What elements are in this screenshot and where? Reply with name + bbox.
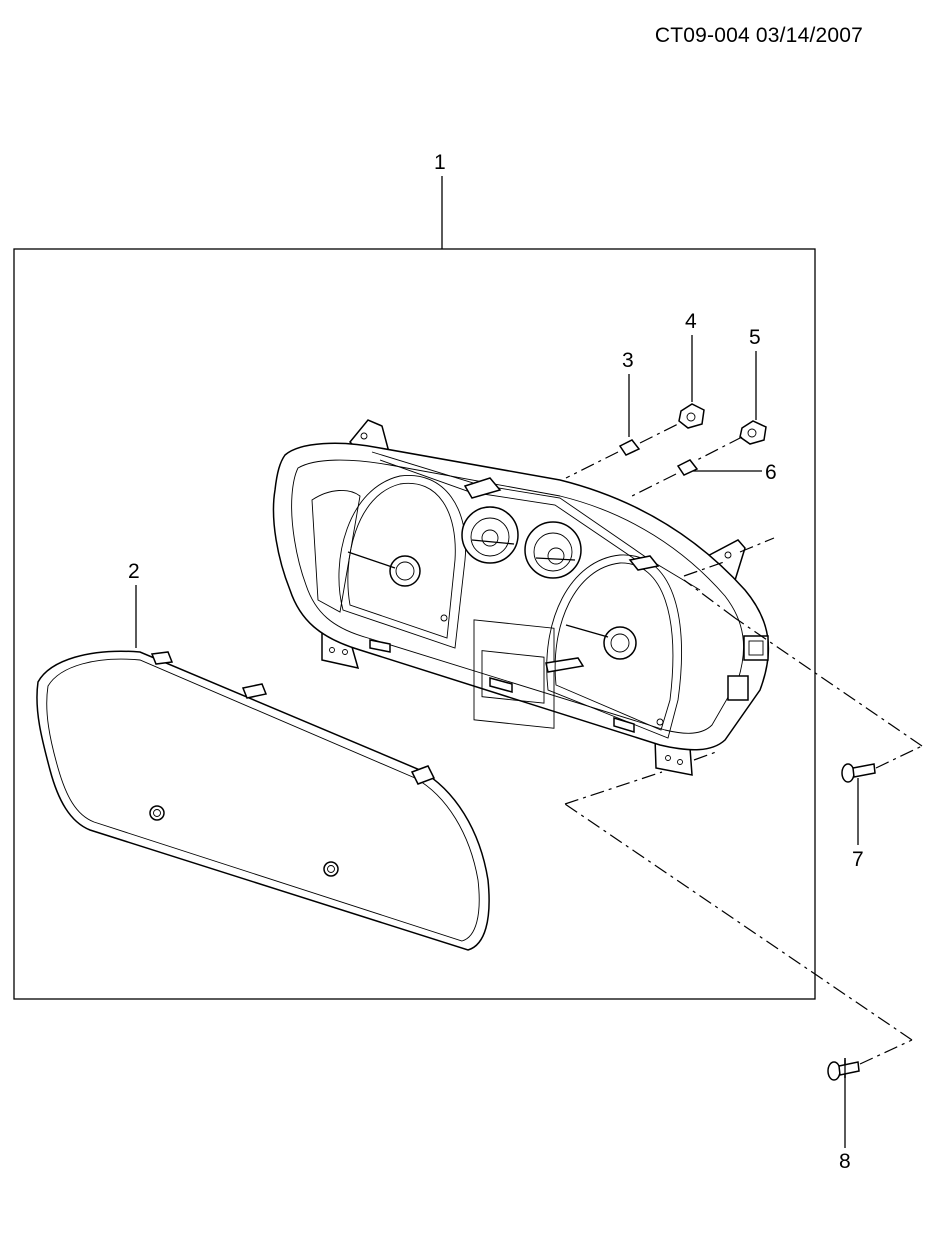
callout-label-8: 8 <box>839 1150 851 1173</box>
callout-label-3: 3 <box>622 349 634 372</box>
cluster-lens[interactable] <box>36 650 490 951</box>
drawing-code: CT09-004 03/14/2007 <box>654 24 863 47</box>
callout-1[interactable]: 1 <box>434 151 446 249</box>
callout-label-4: 4 <box>685 310 697 333</box>
callout-3[interactable]: 3 <box>622 349 634 437</box>
indicator-bulb-3[interactable] <box>565 423 679 479</box>
assembly-frame <box>13 248 816 1000</box>
bulb-socket-5[interactable] <box>696 420 767 461</box>
callout-label-6: 6 <box>765 461 777 484</box>
callout-2[interactable]: 2 <box>128 560 140 648</box>
bulb-socket-4[interactable] <box>678 403 705 429</box>
callout-4[interactable]: 4 <box>685 310 697 402</box>
callout-label-1: 1 <box>434 151 446 174</box>
callout-label-2: 2 <box>128 560 140 583</box>
callout-label-7: 7 <box>852 848 864 871</box>
instrument-cluster[interactable] <box>272 419 770 776</box>
callout-7[interactable]: 7 <box>852 778 864 871</box>
callout-label-5: 5 <box>749 326 761 349</box>
callout-5[interactable]: 5 <box>749 326 761 420</box>
callout-6[interactable]: 6 <box>693 461 777 484</box>
indicator-bulb-6[interactable] <box>631 459 699 497</box>
screw-8[interactable] <box>564 751 913 1081</box>
screw-7[interactable] <box>683 537 923 783</box>
